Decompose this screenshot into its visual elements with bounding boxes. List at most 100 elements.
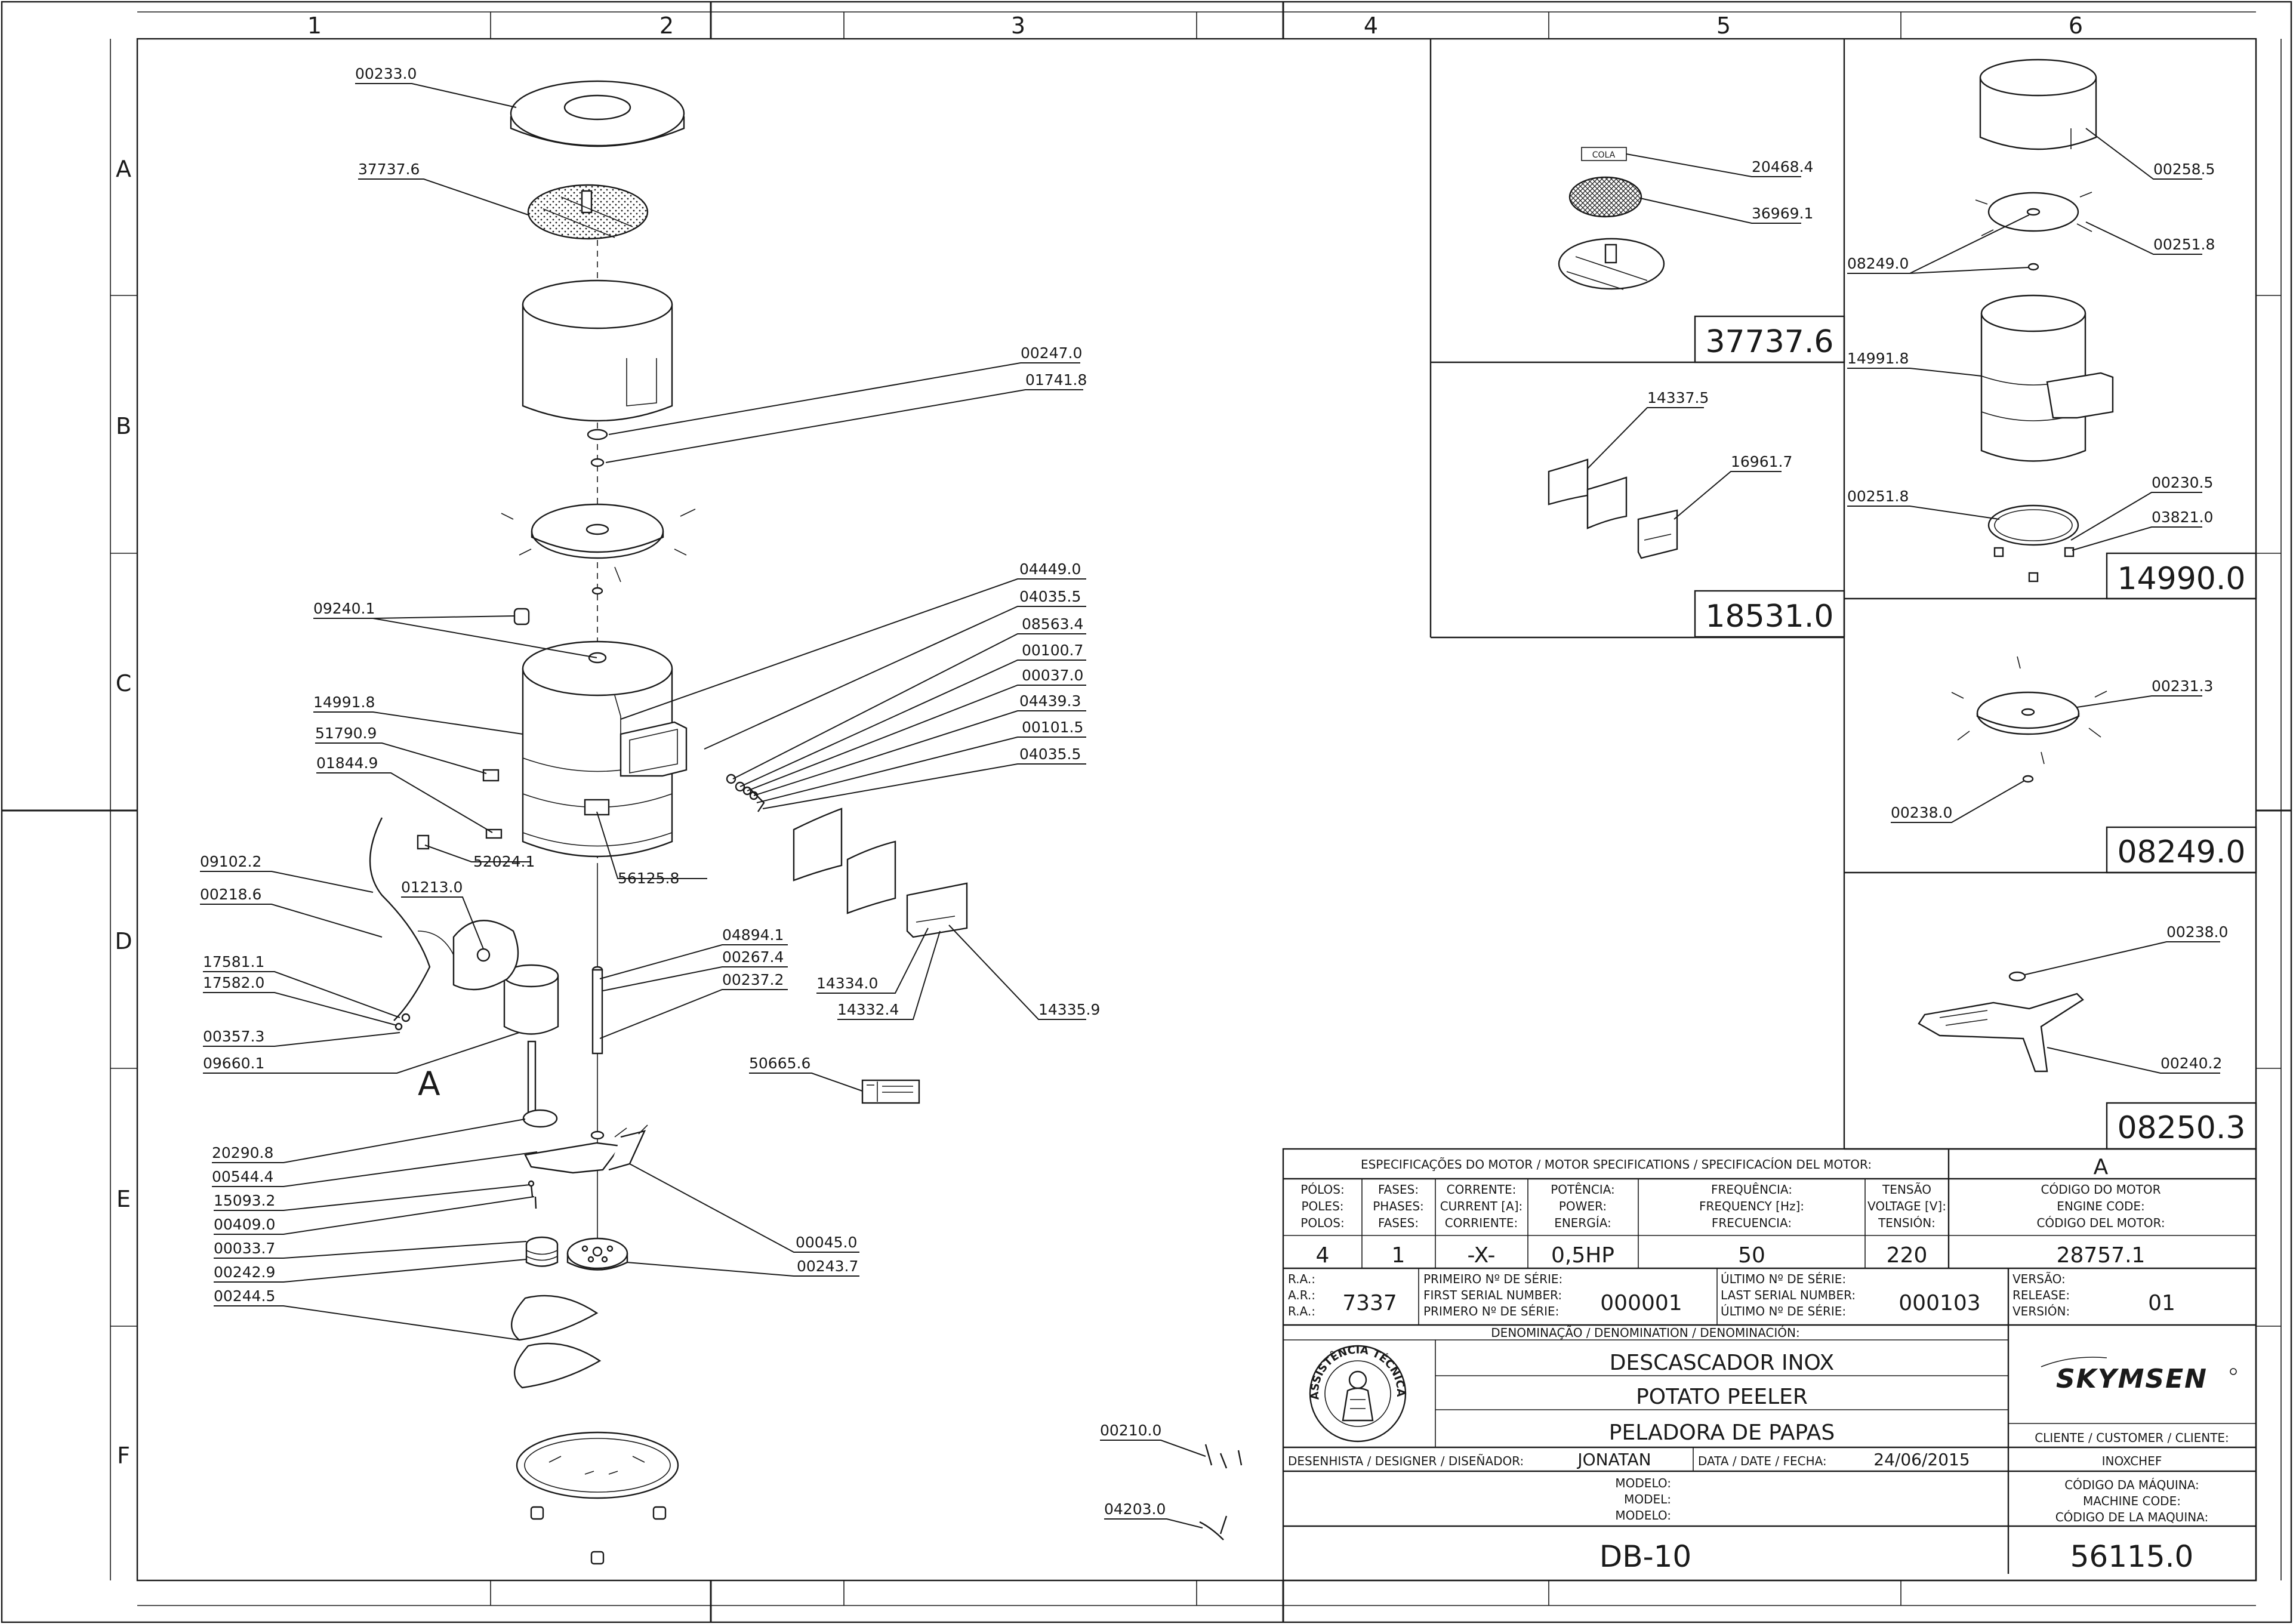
designer-name: JONATAN — [1576, 1450, 1651, 1469]
engine-code-label: CÓDIGO DEL MOTOR: — [2036, 1216, 2165, 1230]
frequency-label: FREQUENCY [Hz]: — [1699, 1199, 1804, 1213]
part-ref: 00247.0 — [1021, 344, 1082, 362]
detail-title: 08250.3 — [2117, 1110, 2245, 1146]
part-ref: 16961.7 — [1731, 453, 1792, 470]
current-label: CURRENT [A]: — [1440, 1199, 1523, 1213]
power-label: POTÊNCIA: — [1551, 1182, 1615, 1197]
detail-14990: 14990.0 00258.5 00251.8 08249.0 14991.8 … — [1847, 58, 2257, 600]
part-ref: 51790.9 — [315, 725, 377, 742]
view-a-marker: A — [2094, 1155, 2109, 1179]
product-name-en: POTATO PEELER — [1636, 1385, 1808, 1409]
part-ref: 15093.2 — [214, 1192, 275, 1209]
part-ref: 00238.0 — [2166, 923, 2228, 941]
part-ref: 01844.9 — [316, 754, 378, 772]
part-ref: 37737.6 — [358, 161, 420, 178]
drive-belt — [511, 1295, 602, 1389]
zone-column-6: 6 — [2069, 13, 2083, 39]
part-ref: 00242.9 — [214, 1264, 275, 1281]
model-label: MODEL: — [1624, 1492, 1671, 1506]
machine-code-label: CÓDIGO DE LA MAQUINA: — [2055, 1510, 2209, 1524]
poles-label: PÓLOS: — [1300, 1182, 1344, 1197]
motor-spec-header: ESPECIFICAÇÕES DO MOTOR / MOTOR SPECIFIC… — [1361, 1157, 1872, 1172]
power-label: ENERGÍA: — [1554, 1216, 1611, 1230]
part-ref: 00251.8 — [2153, 236, 2215, 253]
latch-parts — [726, 774, 765, 812]
detail-08250: 08250.3 00238.0 00240.2 — [1918, 923, 2257, 1150]
current-value: -X- — [1467, 1243, 1495, 1268]
part-ref: 04439.3 — [1019, 692, 1081, 710]
part-ref: 00258.5 — [2153, 161, 2215, 178]
poles-label: POLOS: — [1300, 1216, 1344, 1230]
authorized-assistance-seal: ASSISTÊNCIA TÉCNICA AUTORIZADA — [0, 0, 1407, 1443]
part-ref: 00251.8 — [1847, 488, 1909, 505]
detail-title: 37737.6 — [1705, 324, 1833, 360]
part-ref: 14335.9 — [1038, 1001, 1100, 1018]
part-ref: 01741.8 — [1025, 371, 1087, 389]
part-ref: 20468.4 — [1752, 158, 1813, 175]
lid-ring — [510, 80, 685, 147]
first-serial-label: PRIMEIRO Nº DE SÉRIE: — [1423, 1272, 1562, 1286]
part-ref: 09660.1 — [203, 1055, 264, 1072]
first-serial: 000001 — [1600, 1291, 1682, 1315]
ra-label: R.A.: — [1288, 1304, 1315, 1318]
part-ref: 04035.5 — [1019, 745, 1081, 763]
ra-label: A.R.: — [1288, 1288, 1315, 1302]
part-ref: 36969.1 — [1752, 205, 1813, 222]
ra-value: 7337 — [1342, 1291, 1397, 1315]
version-label: VERSÃO: — [2012, 1272, 2066, 1286]
power-label: POWER: — [1559, 1199, 1607, 1213]
drawing-date: 24/06/2015 — [1873, 1450, 1970, 1469]
model-number: DB-10 — [1599, 1539, 1691, 1574]
zone-row-f: F — [117, 1443, 130, 1469]
part-ref: 14991.8 — [313, 694, 375, 711]
part-ref: 17581.1 — [203, 953, 264, 970]
zone-column-1: 1 — [307, 13, 322, 39]
detail-title: 08249.0 — [2117, 834, 2245, 870]
loose-screws — [1199, 1444, 1243, 1540]
zone-column-3: 3 — [1011, 13, 1025, 39]
zone-column-2: 2 — [659, 13, 674, 39]
voltage-label: TENSIÓN: — [1878, 1216, 1936, 1230]
switch-box — [417, 834, 430, 850]
peeling-plate — [501, 503, 696, 583]
zone-row-d: D — [115, 928, 132, 954]
part-ref: 04203.0 — [1104, 1500, 1166, 1518]
main-part-labels: 00233.0 37737.6 00247.0 01741.8 04449.0 … — [200, 65, 1206, 1529]
detail-08249: 08249.0 00231.3 00238.0 — [1891, 656, 2257, 874]
drive-shaft — [591, 966, 603, 1055]
main-assembly: A — [369, 80, 1243, 1565]
part-ref: 00233.0 — [355, 65, 417, 82]
part-ref: 17582.0 — [203, 974, 264, 991]
part-ref: 00240.2 — [2161, 1055, 2222, 1072]
body-cylinder — [513, 608, 688, 858]
zone-row-a: A — [116, 156, 131, 182]
last-serial-label: ÚLTIMO Nº DE SÉRIE: — [1721, 1304, 1846, 1318]
client-name: INOXCHEF — [2102, 1454, 2162, 1468]
detail-title: 18531.0 — [1705, 599, 1833, 634]
frequency-label: FRECUENCIA: — [1712, 1216, 1792, 1230]
motor-pulley — [525, 1236, 559, 1267]
part-ref: 00409.0 — [214, 1216, 275, 1233]
phases-label: FASES: — [1378, 1182, 1419, 1197]
engine-code-label: CÓDIGO DO MOTOR — [2041, 1182, 2161, 1197]
machine-code-label: MACHINE CODE: — [2083, 1494, 2181, 1508]
main-pulley — [566, 1237, 628, 1271]
door-panels — [793, 808, 968, 938]
skymsen-logo: SKYMSEN — [2041, 1357, 2237, 1394]
poles-label: POLES: — [1301, 1199, 1343, 1213]
machine-code: 56115.0 — [2070, 1539, 2194, 1574]
detail-37737: 37737.6 COLA 20468.4 36969.1 — [1558, 147, 1845, 363]
phases-value: 1 — [1392, 1243, 1406, 1268]
part-ref: 00238.0 — [1891, 804, 1952, 821]
zone-row-e: E — [116, 1186, 131, 1212]
part-ref: 04894.1 — [722, 926, 784, 944]
abrasive-disc — [527, 184, 649, 240]
zone-row-c: C — [116, 670, 132, 697]
brand-wordmark: SKYMSEN — [2056, 1364, 2208, 1394]
voltage-label: VOLTAGE [V]: — [1867, 1199, 1946, 1213]
model-label: MODELO: — [1615, 1476, 1671, 1490]
part-ref: 00544.4 — [212, 1168, 273, 1185]
part-ref: 08563.4 — [1022, 615, 1083, 633]
